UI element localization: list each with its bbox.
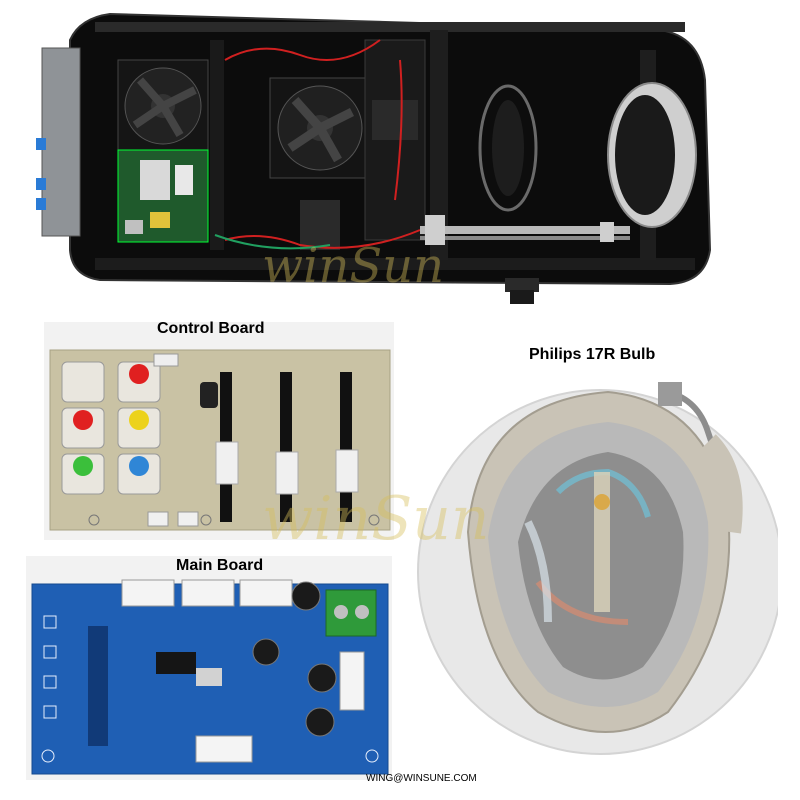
bulb-photo <box>408 322 783 782</box>
fixture-photo <box>0 0 800 310</box>
control-board-illustration <box>44 322 394 540</box>
main-board-photo <box>26 556 392 780</box>
control-board-caption: Control Board <box>157 320 265 337</box>
bulb-caption: Philips 17R Bulb <box>529 346 656 363</box>
watermark-top: winSun <box>262 238 445 294</box>
main-board-illustration <box>26 556 392 780</box>
bulb-illustration <box>417 382 783 755</box>
fixture-interior-illustration <box>36 12 712 304</box>
main-board-caption: Main Board <box>176 557 264 574</box>
watermark-center: winSun <box>262 484 490 554</box>
contact-email: WING@WINSUNE.COM <box>366 773 477 784</box>
control-board-photo <box>44 322 394 540</box>
